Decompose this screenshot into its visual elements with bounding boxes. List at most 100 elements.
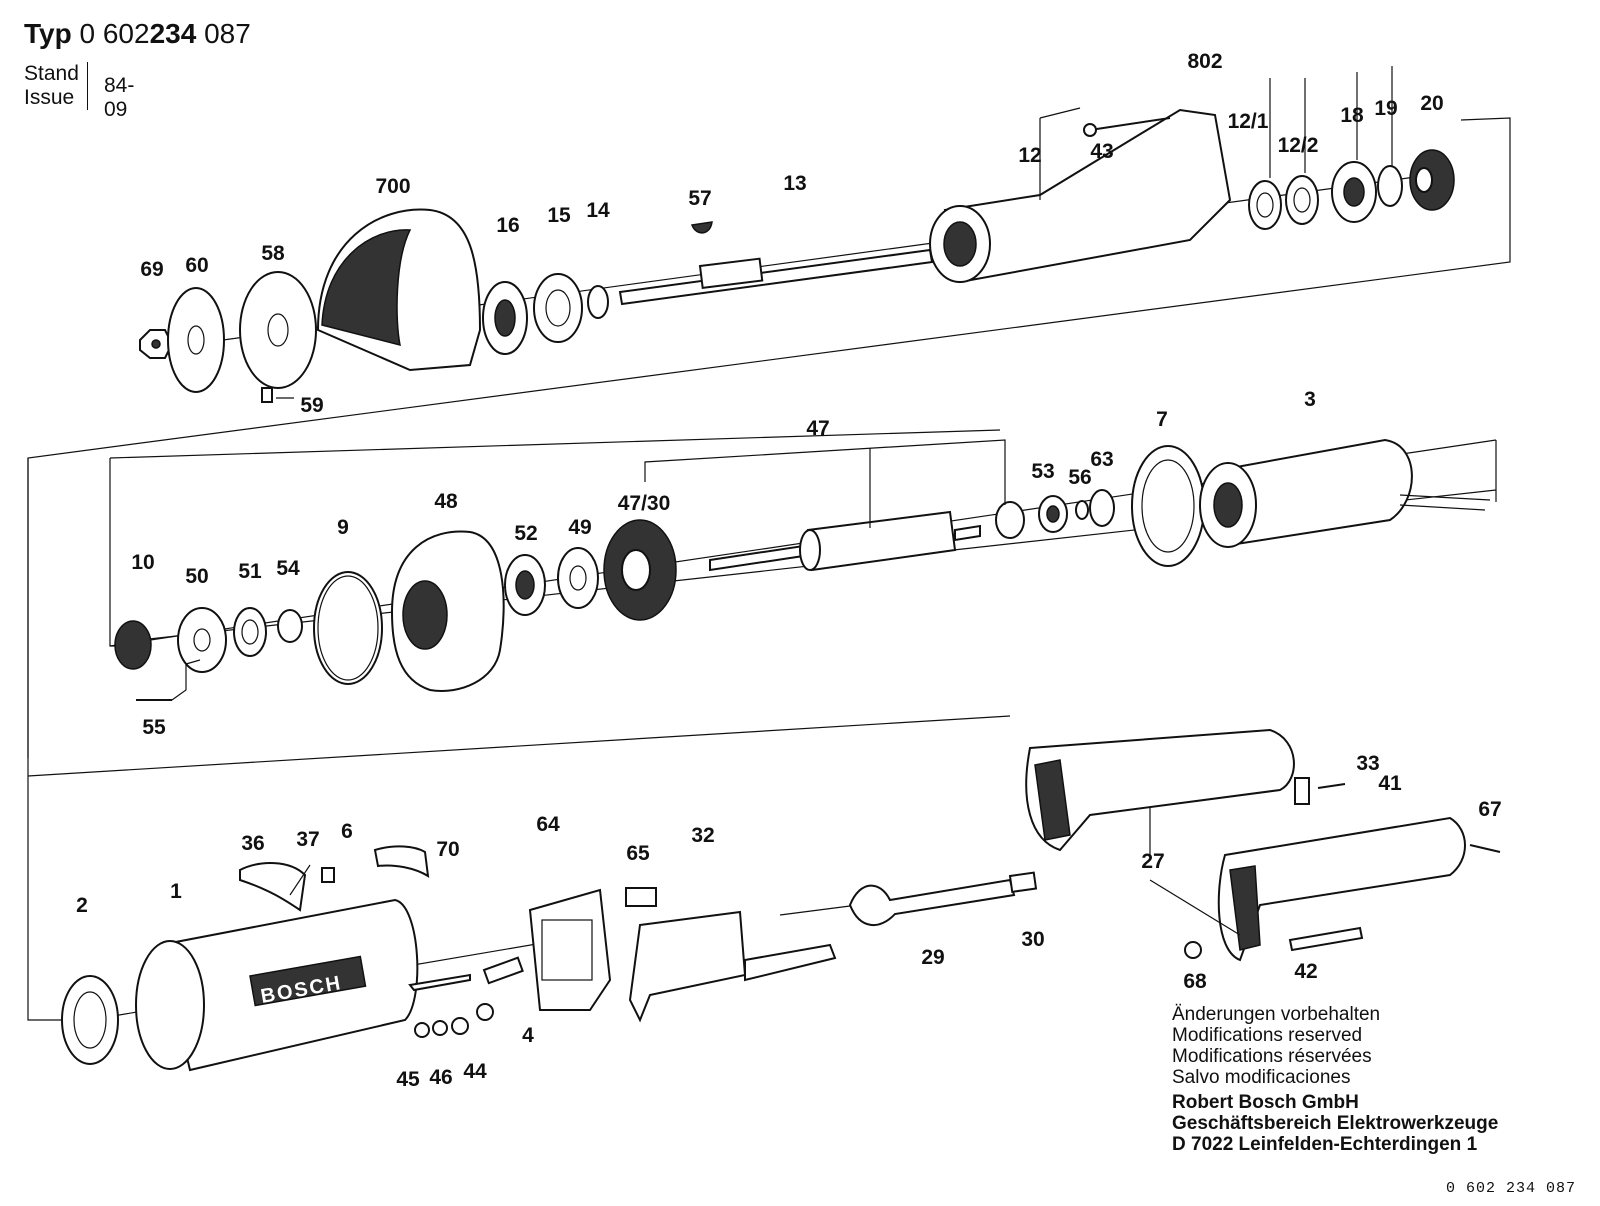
part-label: 69 <box>140 258 163 281</box>
part-50-hole <box>193 628 211 652</box>
part-19-ring <box>1377 165 1403 207</box>
part-68-nut <box>1184 941 1202 959</box>
part-label: 41 <box>1378 772 1402 795</box>
part-33-clip <box>1294 777 1310 805</box>
part-label: 9 <box>337 516 349 539</box>
part-12-1-hole <box>1256 192 1274 218</box>
part-3-wire <box>1399 494 1491 501</box>
part-label: 32 <box>691 824 714 847</box>
leader-line <box>1039 107 1081 119</box>
leader-line <box>644 439 1006 505</box>
issue-label: Issue <box>24 86 75 109</box>
part-label: 29 <box>921 946 944 969</box>
part-20-gear-hub <box>1415 167 1433 193</box>
frame-line <box>109 429 1001 459</box>
part-label: 63 <box>1090 448 1113 471</box>
part-label: 18 <box>1340 104 1364 127</box>
part-47-core-end <box>799 529 821 571</box>
part-label: 67 <box>1478 798 1501 821</box>
part-label: 7 <box>1156 408 1168 431</box>
part-2-ring-inner <box>73 991 107 1049</box>
part-10-gear <box>114 620 152 670</box>
part-7-ring-inner <box>1141 459 1195 553</box>
part-27-handle-lower <box>1217 816 1466 962</box>
part-label: 58 <box>261 242 285 265</box>
part-label: 47/30 <box>618 492 671 515</box>
part-label: 43 <box>1090 140 1113 163</box>
note-de: Änderungen vorbehalten <box>1172 1004 1381 1025</box>
part-label: 53 <box>1031 460 1054 483</box>
part-7-ring <box>1131 445 1205 567</box>
stand-label: Stand <box>24 62 79 85</box>
company-address: D 7022 Leinfelden-Echterdingen 1 <box>1172 1134 1478 1155</box>
part-27-handle-upper <box>1025 728 1295 852</box>
document-title: Typ 0 602234 087 <box>24 18 251 50</box>
note-es: Salvo modificaciones <box>1172 1067 1351 1088</box>
issue-value: 84-09 <box>104 74 135 121</box>
part-45-washer <box>414 1022 430 1038</box>
part-32-switch-lever <box>744 943 837 982</box>
part-label: 20 <box>1420 92 1443 115</box>
part-65-connector <box>625 887 657 907</box>
part-29-wires <box>779 905 851 916</box>
part-label: 6 <box>341 820 353 843</box>
part-label: 56 <box>1068 466 1091 489</box>
part-49-plate <box>557 547 599 609</box>
part-label: 57 <box>688 187 711 210</box>
type-number-suffix: 087 <box>204 18 251 49</box>
part-label: 30 <box>1021 928 1044 951</box>
part-15-bearing <box>533 273 583 343</box>
part-label: 54 <box>276 557 300 580</box>
part-67-screw <box>1469 844 1501 853</box>
part-46-washer <box>432 1020 448 1036</box>
part-29-cable-grommet <box>848 878 1016 927</box>
part-label: 19 <box>1374 97 1397 120</box>
frame-line <box>27 117 1511 758</box>
part-label: 10 <box>131 551 154 574</box>
part-label: 12 <box>1018 144 1041 167</box>
part-12-1-washer <box>1248 180 1282 230</box>
part-52-race <box>515 570 535 600</box>
part-14-ring <box>587 285 609 319</box>
part-58-hub <box>267 313 289 347</box>
part-label: 55 <box>142 716 166 739</box>
part-50-flange <box>177 607 227 673</box>
part-12-2-hole <box>1293 187 1311 213</box>
part-label: 51 <box>238 560 262 583</box>
part-47-armature-shaft <box>709 543 811 572</box>
part-label: 12/1 <box>1228 110 1269 133</box>
part-12-housing-bore <box>943 221 977 267</box>
part-label: 2 <box>76 894 88 917</box>
part-label: 4 <box>522 1024 534 1047</box>
part-51-washer <box>233 607 267 657</box>
part-30-cable-clamp <box>1008 871 1038 893</box>
part-label: 42 <box>1294 960 1317 983</box>
part-label: 802 <box>1187 50 1222 73</box>
part-42-screw <box>1288 926 1364 952</box>
footer-notes: Änderungen vorbehalten Modifications res… <box>1172 1004 1498 1155</box>
part-12-2-washer <box>1285 175 1319 225</box>
part-48-center <box>402 580 448 650</box>
part-label: 12/2 <box>1278 134 1319 157</box>
part-54-ring <box>277 609 303 643</box>
part-label: 37 <box>296 828 319 851</box>
part-53-race <box>1046 505 1060 523</box>
part-label: 60 <box>185 254 208 277</box>
part-label: 48 <box>434 490 458 513</box>
part-label: 13 <box>783 172 806 195</box>
part-64-box-inner <box>541 919 593 981</box>
part-3-field <box>1218 438 1413 547</box>
part-label: 16 <box>496 214 519 237</box>
part-60-hub <box>187 325 205 355</box>
part-27-grip <box>1034 759 1071 841</box>
part-9-oring <box>313 571 383 685</box>
part-47-armature-core <box>806 510 957 572</box>
part-47-30-fan-hub <box>621 549 651 591</box>
part-43-screw <box>1089 117 1171 131</box>
part-1-brand-plate <box>249 955 367 1007</box>
note-en: Modifications reserved <box>1172 1025 1363 1046</box>
part-label: 65 <box>626 842 650 865</box>
part-label: 46 <box>429 1066 452 1089</box>
